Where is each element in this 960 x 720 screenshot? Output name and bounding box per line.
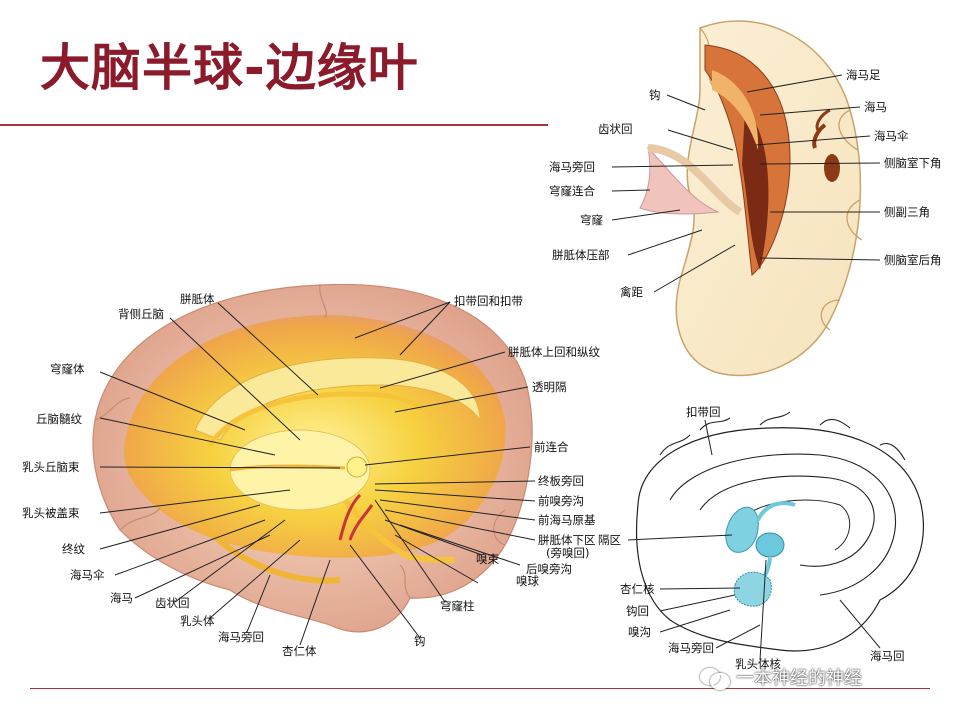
- label-chizhuanghui-left: 齿状回: [155, 596, 190, 610]
- label-koudaihui-bottom: 扣带回: [686, 405, 721, 419]
- label-haima-top: 海马: [864, 100, 887, 114]
- cortex-folds: [94, 284, 506, 599]
- label-celinaoshixiajiao: 侧脑室下角: [884, 156, 942, 170]
- label-haimapanghui-top: 海马旁回: [549, 160, 595, 174]
- label-rutoubeigaishu: 乳头被盖束: [22, 506, 80, 520]
- corpus-callosum: [194, 357, 481, 441]
- footer-divider: [30, 688, 930, 689]
- leader-lines-top: [611, 74, 881, 293]
- label-haimahui: 海马回: [870, 649, 905, 663]
- watermark: 一本神经的神经: [700, 664, 862, 690]
- label-pianzhitishanghui: 胼胝体上回和纵纹: [508, 345, 600, 359]
- label-xiuqiu: 嗅球: [516, 574, 539, 588]
- fornix-commissure: [639, 146, 720, 215]
- label-haima-left: 海马: [110, 591, 133, 605]
- label-qionglu: 穹窿: [580, 213, 603, 227]
- gyrus-bumps: [659, 411, 906, 461]
- label-gou-left: 钩: [414, 634, 426, 648]
- label-pianzhitiyabu: 胼胝体压部: [552, 248, 610, 262]
- label-qianxiupanggou: 前嗅旁沟: [538, 494, 584, 508]
- amygdala-nucleus: [733, 571, 772, 607]
- label-rutoutihe: 乳头体核: [735, 657, 781, 671]
- label-qinju: 禽距: [620, 285, 643, 299]
- leader-lines-bottom: [627, 419, 881, 661]
- leader-lines-left: [99, 301, 536, 646]
- label-gouhui: 钩回: [626, 604, 649, 618]
- label-haimazu: 海马足: [846, 68, 881, 82]
- label-haimapanghui-left: 海马旁回: [218, 630, 264, 644]
- medial-brain-figure: 胼胝体 背侧丘脑 穹窿体 丘脑髓纹 乳头丘脑束 乳头被盖束 终纹 海马伞 海马 …: [22, 283, 600, 658]
- label-qiongluti: 穹窿体: [50, 362, 85, 376]
- label-zhongwen: 终纹: [62, 542, 85, 556]
- slide-title: 大脑半球-边缘叶: [40, 39, 419, 97]
- mammillothalamic-path: [229, 464, 346, 472]
- inner-arc: [739, 499, 850, 551]
- label-xiushu: 嗅束: [476, 552, 499, 566]
- label-pianzhitixiaqu: 胼胝体下区: [538, 533, 596, 547]
- label-pangxiuhui: (旁嗅回): [546, 546, 589, 560]
- wechat-icon: [700, 666, 730, 690]
- title-divider: [0, 124, 548, 126]
- label-qionglulianhe: 穹窿连合: [549, 184, 595, 198]
- label-koudaihui-left: 扣带回和扣带: [454, 294, 523, 308]
- label-haimasan-top: 海马伞: [874, 129, 909, 143]
- label-beiceqiunao: 背侧丘脑: [118, 307, 164, 321]
- lateral-ventricle-horn: [742, 110, 769, 270]
- label-rutouti: 乳头体: [180, 614, 215, 628]
- label-chizhuanghui-top: 齿状回: [598, 122, 633, 136]
- label-cefusanjiao: 侧副三角: [884, 205, 930, 219]
- label-haimasan-left: 海马伞: [70, 568, 105, 582]
- label-rutouqiunaoshu: 乳头丘脑束: [22, 460, 80, 474]
- hippocampus-highlight: [712, 70, 759, 150]
- label-haimapanghui-bottom: 海马旁回: [668, 641, 714, 655]
- hippocampus-section-figure: 钩 齿状回 海马旁回 穹窿连合 穹窿 胼胝体压部 禽距 海马足 海马 海马伞 侧…: [549, 20, 942, 377]
- label-touminggé: 透明隔: [532, 380, 567, 394]
- anterior-commissure: [346, 456, 368, 478]
- label-houxiupanggou: 后嗅旁沟: [526, 562, 572, 576]
- line-diagram-figure: 扣带回 隔区 杏仁核 钩回 嗅沟 海马旁回 乳头体核 海马回: [598, 405, 924, 671]
- septal-area: [725, 507, 759, 553]
- label-qianhaimayuanji: 前海马原基: [538, 513, 596, 527]
- label-zhongbanpanghui: 终板旁回: [538, 474, 584, 488]
- label-xingrenti: 杏仁体: [282, 644, 317, 658]
- label-qiunaosuiwen: 丘脑髓纹: [36, 412, 82, 426]
- label-gou-top: 钩: [649, 88, 661, 102]
- fornix-curve: [207, 391, 444, 447]
- label-celinaoshihoujiao: 侧脑室后角: [884, 253, 942, 267]
- label-xingrenhe: 杏仁核: [620, 582, 655, 596]
- cingulate-outline: [669, 453, 897, 596]
- red-vessel: [338, 493, 374, 541]
- label-pianzhiti: 胼胝体: [180, 292, 215, 306]
- fornix-arc: [647, 144, 743, 216]
- watermark-text: 一本神经的神经: [736, 668, 862, 689]
- label-gequ: 隔区: [598, 533, 621, 547]
- label-qianlianhe: 前连合: [534, 440, 569, 454]
- label-qionglozhu: 穹窿柱: [440, 599, 475, 613]
- callosum-outline: [699, 475, 875, 567]
- label-xiugou: 嗅沟: [628, 625, 651, 639]
- mammillary-nucleus: [755, 532, 785, 558]
